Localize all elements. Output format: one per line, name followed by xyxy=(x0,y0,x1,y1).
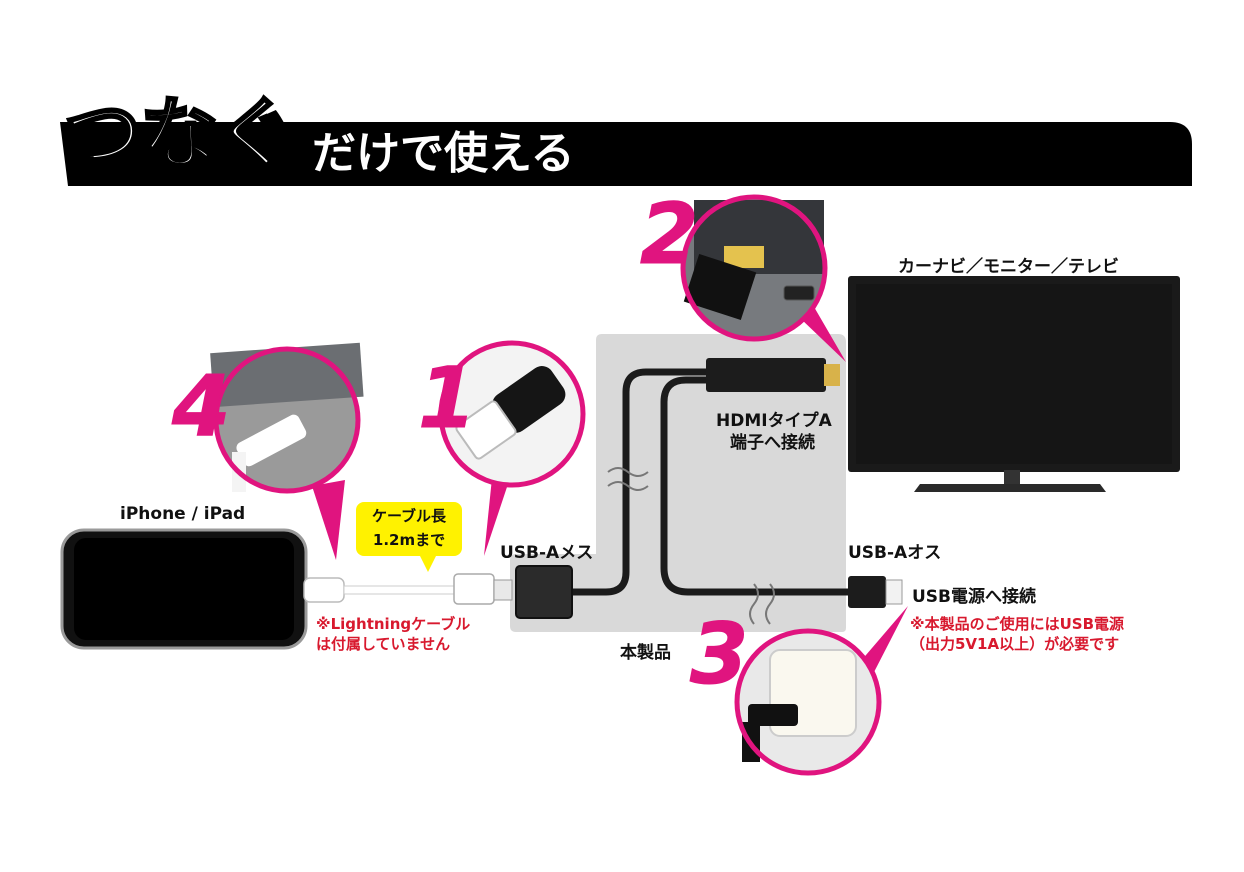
cable-length-bubble xyxy=(356,502,462,572)
usb-female-connector xyxy=(515,565,573,619)
callout-1 xyxy=(438,340,586,488)
pointer-4 xyxy=(312,480,345,560)
hdmi-connector xyxy=(706,358,826,392)
header-title-sub: だけで使える xyxy=(312,128,575,179)
tv-illustration xyxy=(848,276,1180,492)
lightning-cable xyxy=(303,573,513,605)
lightning-note-line1: ※Lightningケーブル xyxy=(316,615,471,633)
step-number-4: 4 xyxy=(171,357,231,455)
pointer-1 xyxy=(484,472,512,556)
cable-length-line1: ケーブル長 xyxy=(371,507,447,525)
usb-male-connector xyxy=(848,576,886,608)
pointer-3 xyxy=(860,606,908,676)
step-number-1: 1 xyxy=(417,349,477,447)
power-note-line2: （出力5V1A以上）が必要です xyxy=(910,635,1120,653)
power-note-line1: ※本製品のご使用にはUSB電源 xyxy=(910,615,1125,633)
hdmi-tip xyxy=(824,364,840,386)
product-panel xyxy=(510,334,846,632)
hdmi-label-line1: HDMIタイプA xyxy=(716,411,832,431)
hdmi-label-line2: 端子へ接続 xyxy=(730,433,815,453)
tv-label: カーナビ／モニター／テレビ xyxy=(898,257,1119,277)
iphone-illustration xyxy=(60,528,308,650)
power-note: ※本製品のご使用にはUSB電源 （出力5V1A以上）が必要です xyxy=(910,614,1124,654)
lightning-note-line2: は付属していません xyxy=(316,635,451,653)
step-number-3: 3 xyxy=(689,605,749,703)
pointer-2 xyxy=(800,300,846,362)
product-label: 本製品 xyxy=(620,643,671,663)
cable-length-text: ケーブル長 1.2mまで xyxy=(356,504,462,552)
usb-female-label: USB-Aメス xyxy=(500,543,594,563)
cable-break-marks xyxy=(607,467,775,625)
step-number-2: 2 xyxy=(639,185,699,283)
lightning-note: ※Lightningケーブル は付属していません xyxy=(316,614,470,654)
phone-label: iPhone / iPad xyxy=(120,504,246,524)
header-banner xyxy=(60,122,1192,186)
usb-power-label: USB電源へ接続 xyxy=(912,587,1037,607)
callout-3 xyxy=(734,628,882,776)
usb-male-label: USB-Aオス xyxy=(848,543,942,563)
header-title-main: つなぐ xyxy=(62,90,295,180)
product-cables xyxy=(566,368,852,596)
callout-4 xyxy=(210,342,364,494)
callout-2 xyxy=(680,194,828,342)
cable-length-line2: 1.2mまで xyxy=(372,531,446,549)
